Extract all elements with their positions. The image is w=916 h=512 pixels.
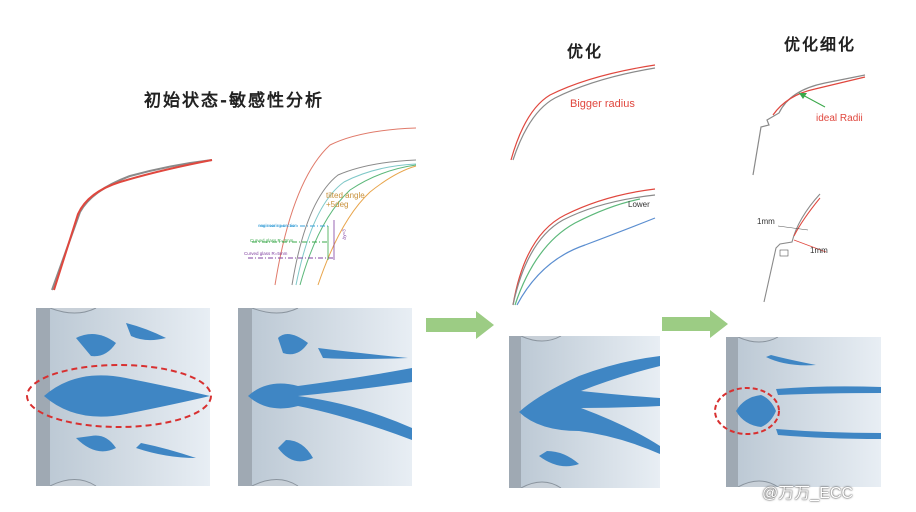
label-small-d: Δy=3	[341, 229, 347, 240]
curve-sketch-sensitivity	[248, 127, 417, 286]
label-ideal-radii: ideal Radii	[816, 113, 863, 124]
title-refined: 优化细化	[784, 35, 857, 54]
watermark: @万万_ECC	[762, 485, 853, 502]
curve-sketch-ideal-radii	[752, 74, 866, 176]
simulation-panel-refined	[726, 337, 881, 487]
label-1mm-a: 1mm	[757, 217, 775, 226]
simulation-panel-optimized	[509, 336, 660, 488]
curve-sketch-initial	[51, 159, 213, 291]
simulation-panel-sensitivity	[238, 308, 412, 486]
arrow-right-icon-2	[662, 310, 728, 338]
label-small-b: Curved glass R=3mm	[250, 238, 294, 243]
label-tilted-angle: tilted angle +5deg	[326, 191, 365, 209]
highlight-ellipse-refined	[714, 387, 780, 435]
arrow-right-icon-1	[426, 311, 494, 339]
curve-sketch-1mm	[763, 193, 827, 303]
label-1mm-b: 1mm	[810, 246, 828, 255]
curve-sketch-bigger-radius	[510, 64, 656, 161]
title-initial: 初始状态-敏感性分析	[144, 91, 325, 111]
label-small-a: engineering section	[258, 223, 298, 228]
label-small-c: Curved glass R=5mm	[244, 251, 288, 256]
highlight-ellipse-initial	[26, 364, 212, 428]
curve-sketch-lower	[512, 188, 656, 306]
label-lower: Lower	[628, 200, 650, 209]
title-optimized: 优化	[567, 42, 604, 61]
simulation-panel-initial	[36, 308, 210, 486]
label-bigger-radius: Bigger radius	[570, 98, 635, 110]
